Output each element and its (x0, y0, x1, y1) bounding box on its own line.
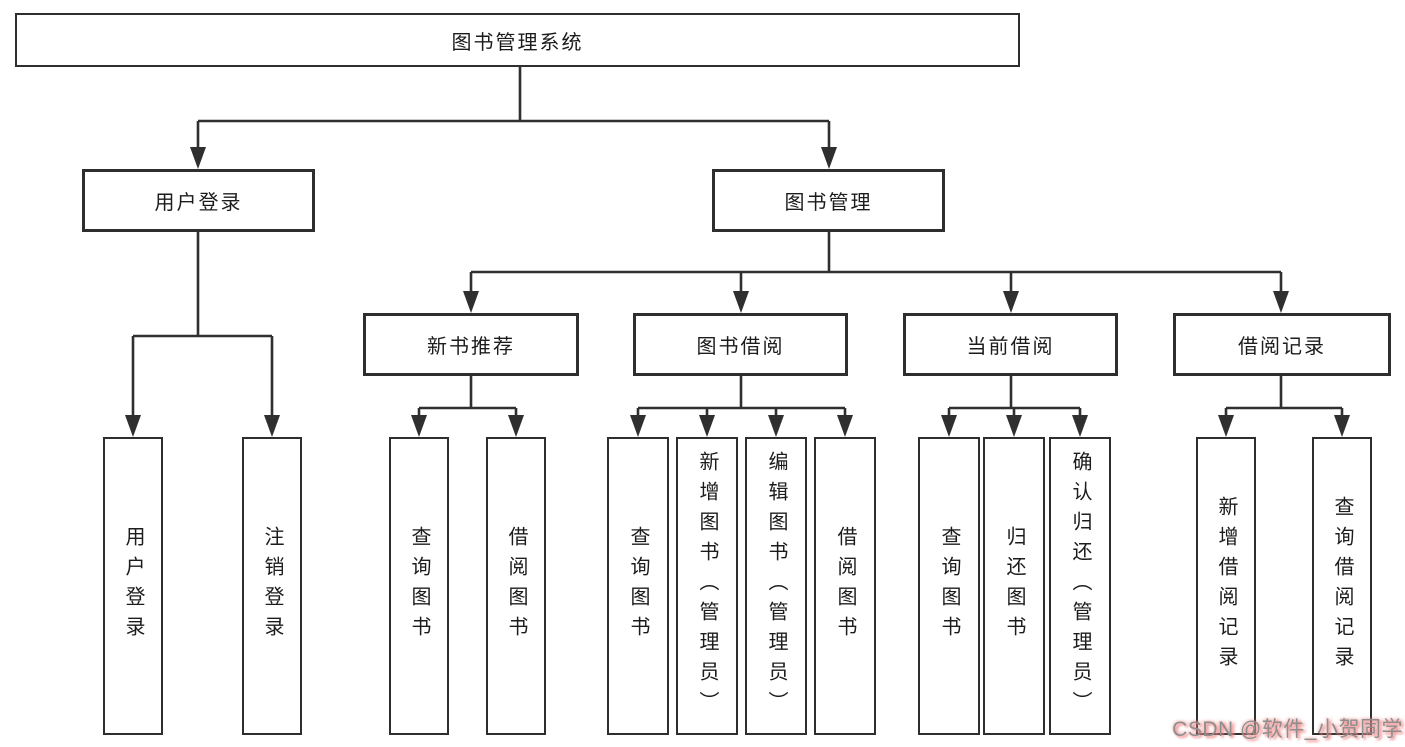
leaf-label: 编辑图书（管理员） (765, 451, 787, 721)
leaf-label: 新增借阅记录 (1215, 496, 1237, 676)
arrowhead (411, 415, 427, 437)
arrowhead (264, 415, 280, 437)
node-borrowing-records: 借阅记录 (1173, 313, 1391, 376)
arrowhead (733, 291, 749, 313)
node-label: 图书管理 (784, 192, 873, 214)
arrowhead (1334, 415, 1350, 437)
arrowhead (837, 415, 853, 437)
arrowhead (941, 415, 957, 437)
arrowhead (190, 147, 206, 169)
leaf-label: 查询图书 (938, 526, 960, 646)
node-user-login: 用户登录 (82, 169, 315, 232)
leaf-label: 确认归还（管理员） (1069, 451, 1091, 721)
leaf-add-book-admin: 新增图书（管理员） (676, 437, 738, 735)
leaf-label: 查询图书 (627, 526, 649, 646)
leaf-query-books-recommend: 查询图书 (389, 437, 449, 735)
watermark: CSDN @软件_小贺同学 (1172, 718, 1403, 741)
node-label: 图书借阅 (696, 336, 785, 358)
arrowheads (125, 147, 1350, 437)
leaf-label: 借阅图书 (505, 526, 527, 646)
connector-path (131, 67, 1344, 416)
arrowhead (1006, 415, 1022, 437)
leaf-label: 借阅图书 (834, 526, 856, 646)
arrowhead (508, 415, 524, 437)
node-book-management: 图书管理 (712, 169, 945, 232)
arrowhead (1218, 415, 1234, 437)
leaf-label: 查询借阅记录 (1331, 496, 1353, 676)
leaf-user-login: 用户登录 (103, 437, 163, 735)
arrowhead (463, 291, 479, 313)
arrowhead (1072, 415, 1088, 437)
node-label: 图书管理系统 (451, 31, 584, 54)
node-label: 借阅记录 (1238, 336, 1326, 358)
arrowhead (1003, 291, 1019, 313)
leaf-query-books-borrowing: 查询图书 (607, 437, 669, 735)
leaf-label: 用户登录 (122, 526, 144, 646)
leaf-query-books-current: 查询图书 (918, 437, 980, 735)
leaf-borrow-books-borrowing: 借阅图书 (814, 437, 876, 735)
arrowhead (768, 415, 784, 437)
leaf-label: 查询图书 (408, 526, 430, 646)
node-new-book-recommend: 新书推荐 (363, 313, 579, 376)
leaf-logout: 注销登录 (242, 437, 302, 735)
node-current-borrowing: 当前借阅 (903, 313, 1118, 376)
arrowhead (821, 147, 837, 169)
arrowhead (699, 415, 715, 437)
node-library-system: 图书管理系统 (15, 13, 1020, 67)
node-label: 新书推荐 (427, 336, 515, 358)
arrowhead (125, 415, 141, 437)
node-book-borrowing: 图书借阅 (633, 313, 848, 376)
node-label: 当前借阅 (966, 336, 1055, 358)
leaf-query-borrow-record: 查询借阅记录 (1312, 437, 1372, 735)
node-label: 用户登录 (154, 192, 243, 214)
leaf-label: 新增图书（管理员） (696, 451, 718, 721)
arrowhead (630, 415, 646, 437)
leaf-confirm-return-admin: 确认归还（管理员） (1049, 437, 1111, 735)
arrowhead (1273, 291, 1289, 313)
leaf-label: 注销登录 (261, 526, 283, 646)
leaf-label: 归还图书 (1003, 526, 1025, 646)
leaf-borrow-books-recommend: 借阅图书 (486, 437, 546, 735)
leaf-edit-book-admin: 编辑图书（管理员） (745, 437, 807, 735)
leaf-add-borrow-record: 新增借阅记录 (1196, 437, 1256, 735)
leaf-return-book: 归还图书 (983, 437, 1045, 735)
